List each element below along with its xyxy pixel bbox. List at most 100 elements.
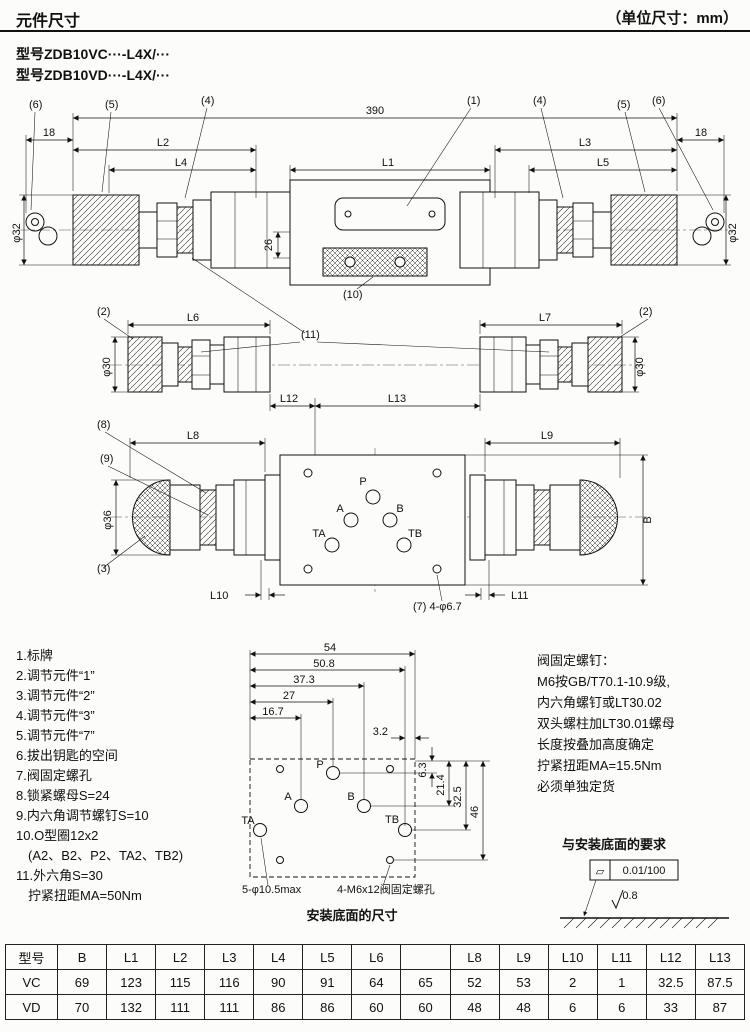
table-cell: 87.5: [694, 969, 746, 995]
unit-note: （单位尺寸：mm）: [606, 10, 738, 27]
mount-screw-hole: [276, 765, 284, 773]
table-header-cell: L9: [498, 944, 549, 970]
dim-l1: L1: [382, 157, 394, 169]
dim-l12: L12: [280, 393, 298, 405]
callout-4-left: (4): [201, 95, 214, 107]
callout-10: (10): [343, 289, 363, 301]
table-header-cell: L13: [694, 944, 746, 970]
port-ta: [324, 537, 340, 553]
note-item: 8.锁紧螺母S=24: [16, 788, 110, 803]
mount-port-ta: [253, 823, 267, 837]
port-a-label: A: [336, 503, 344, 515]
table-header-row: 型号 B L1 L2 L3 L4 L5 L6 L8 L9 L10 L11 L12…: [5, 944, 746, 970]
table-cell: 91: [302, 969, 353, 995]
dim-16-7: 16.7: [262, 706, 283, 718]
dim-46: 46: [469, 806, 481, 818]
screw-note-line: 双头螺柱加LT30.01螺母: [537, 716, 675, 731]
fixing-hole: [432, 564, 442, 574]
screw-note-line: 必须单独定货: [537, 779, 616, 794]
mount-port-tb-label: TB: [385, 814, 399, 826]
callout-2-left: (2): [97, 306, 110, 318]
dim-l4: L4: [175, 157, 187, 169]
table-header-cell: 型号: [5, 944, 58, 970]
oring: [344, 256, 356, 268]
callout-2-right: (2): [639, 306, 652, 318]
note-item: 7.阀固定螺孔: [16, 768, 92, 783]
key-right: [692, 212, 725, 246]
top-assembly-view: [17, 179, 733, 286]
dim-l3: L3: [579, 137, 591, 149]
table-cell: 69: [56, 969, 108, 995]
table-cell: 86: [302, 994, 353, 1020]
mounting-face-drawing: 54 50.8 37.3 27 16.7 3.2 6.3 21.4 32.5 4…: [241, 642, 490, 923]
header-rule: [0, 30, 750, 32]
mount-port-b: [357, 799, 371, 813]
flatness-value: 0.01/100: [623, 865, 666, 877]
dim-50-8: 50.8: [313, 658, 334, 670]
note-item: 5.调节元件“7”: [16, 728, 95, 743]
table-header-cell: L4: [253, 944, 304, 970]
dim-b: B: [642, 516, 654, 523]
main-drawing: 390 18 18 L2 L4 L1 L3 L5 φ32: [11, 95, 739, 613]
callout-8: (8): [97, 419, 110, 431]
table-cell: 33: [645, 994, 696, 1020]
table-cell: 116: [204, 969, 255, 995]
table-header-cell: L6: [351, 944, 402, 970]
mount-port-a-label: A: [284, 791, 292, 803]
dim-37-3: 37.3: [293, 674, 314, 686]
lock-nut-left: [176, 206, 194, 254]
note-item: 3.调节元件“2”: [16, 688, 95, 703]
dim-390: 390: [366, 105, 384, 117]
table-header-cell: L3: [204, 944, 255, 970]
note-item: (A2、B2、P2、TA2、TB2): [28, 848, 184, 863]
note-item: 6.拔出钥匙的空间: [16, 748, 118, 763]
page-title: 元件尺寸: [16, 13, 81, 30]
knob-left: [72, 194, 140, 266]
note-item: 拧紧扭距MA=50Nm: [28, 888, 142, 903]
callout-7: (7) 4-φ6.7: [413, 601, 462, 613]
dim-l5: L5: [597, 157, 609, 169]
callout-9: (9): [100, 453, 113, 465]
table-cell: 60: [351, 994, 402, 1020]
port-tb: [396, 537, 412, 553]
screw-note-line: 长度按叠加高度确定: [537, 737, 655, 752]
fixing-hole: [303, 564, 313, 574]
screw-note: 阀固定螺钉： M6按GB/T70.1-10.9级, 内六角螺钉或LT30.02 …: [537, 650, 742, 797]
knob-detail-left: [127, 336, 163, 393]
table-header-cell: L2: [155, 944, 206, 970]
dim-l9: L9: [541, 430, 553, 442]
name-plate-hole: [344, 210, 352, 218]
key-left: [25, 212, 58, 246]
table-cell: 6: [596, 994, 647, 1020]
dim-26: 26: [263, 239, 275, 251]
mount-port-b-label: B: [347, 791, 354, 803]
port-ta-label: TA: [312, 528, 326, 540]
table-cell: 65: [400, 969, 451, 995]
name-plate: [334, 197, 446, 231]
table-cell: 1: [596, 969, 647, 995]
mount-port-p: [326, 766, 340, 780]
knob-detail-right: [587, 336, 623, 393]
port-tb-label: TB: [408, 528, 422, 540]
manifold-block: [279, 454, 466, 586]
note-item: 4.调节元件“3”: [16, 708, 95, 723]
valve-sleeve-right: [459, 191, 540, 269]
table-header-cell: L11: [596, 944, 647, 970]
table-cell: 48: [449, 994, 500, 1020]
port-a: [343, 512, 359, 528]
hex-nut-left: [156, 202, 178, 258]
dim-l10: L10: [210, 590, 228, 602]
screw-note-line: 内六角螺钉或LT30.02: [537, 695, 662, 710]
plan-view: L8 L9 P A B TA TB: [97, 419, 654, 613]
dim-phi32-left: φ32: [11, 223, 23, 242]
table-cell: 132: [106, 994, 157, 1020]
valve-footprint: [249, 758, 416, 878]
dim-l6: L6: [187, 312, 199, 324]
screw-note-line: M6按GB/T70.1-10.9级,: [537, 674, 670, 689]
lock-nut-detail-right: [557, 346, 573, 383]
roughness-symbol-icon: [611, 889, 624, 910]
table-cell: VD: [5, 994, 58, 1020]
port-b: [382, 512, 398, 528]
table-cell: 90: [253, 969, 304, 995]
